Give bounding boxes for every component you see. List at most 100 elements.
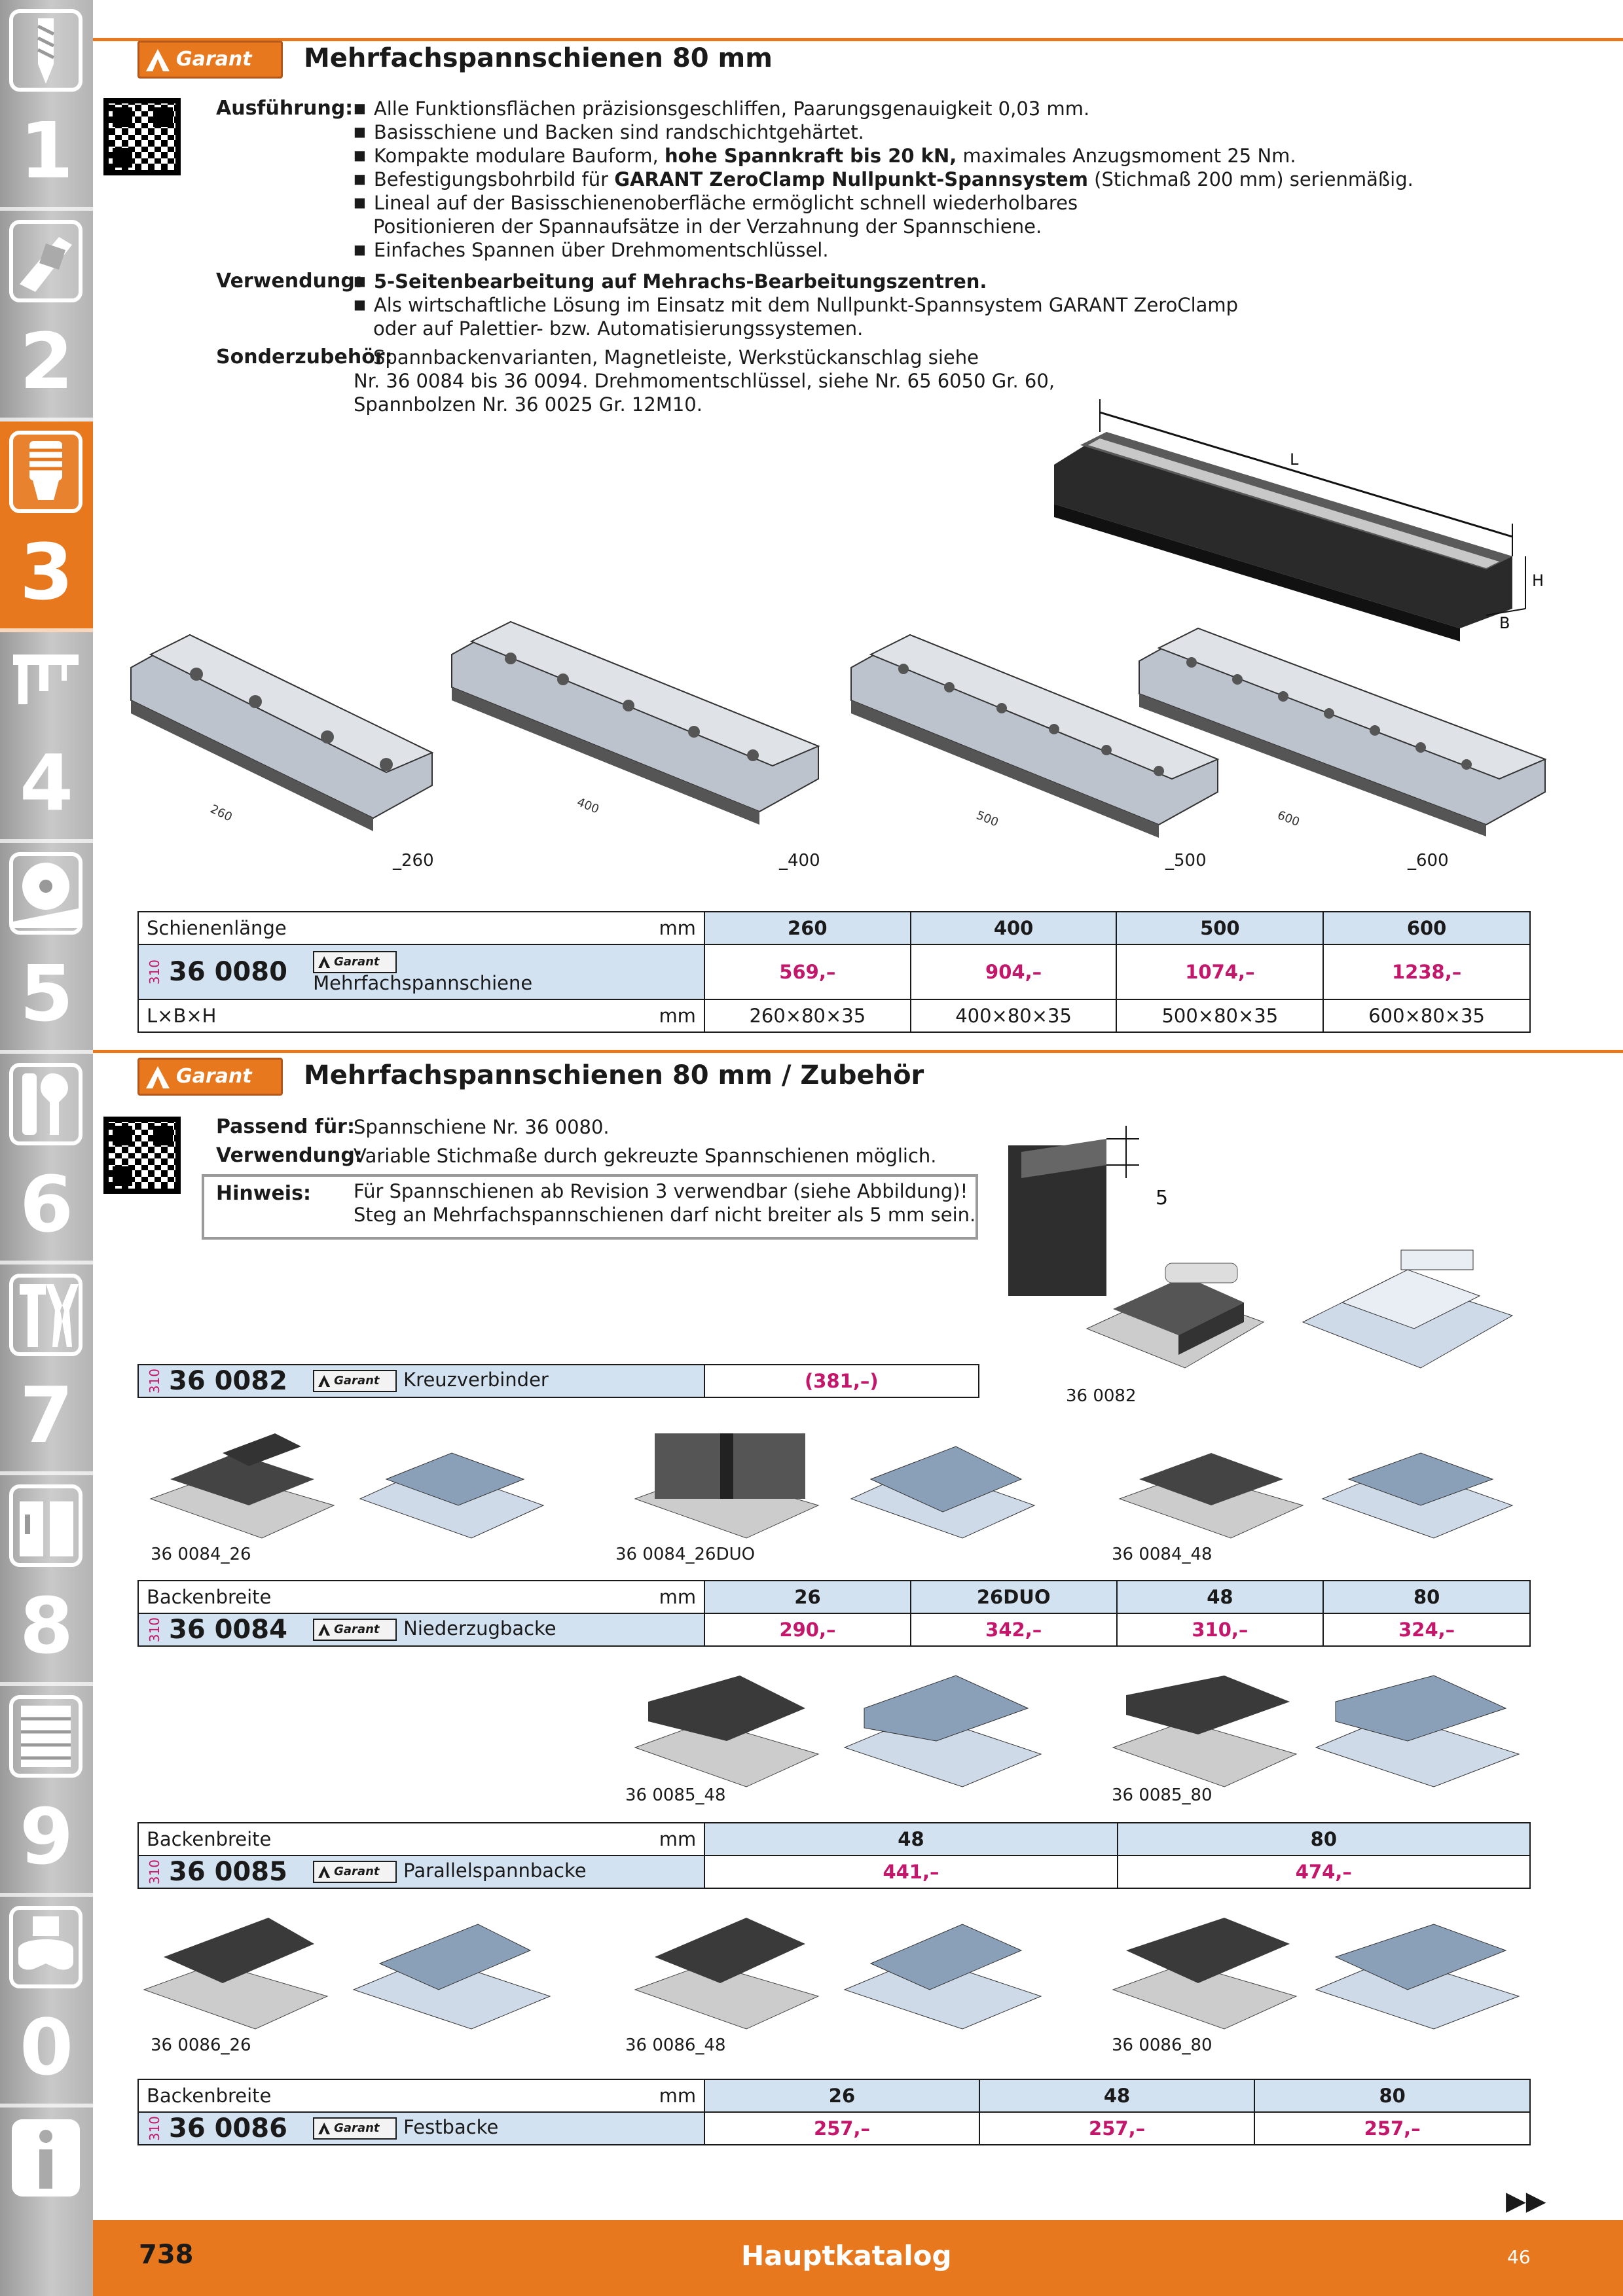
price-cell: (381,–) bbox=[703, 1364, 980, 1398]
image-caption: 36 0084_48 bbox=[1112, 1545, 1213, 1564]
garant-mini-logo: Garant bbox=[313, 1619, 397, 1641]
passend-label: Passend für: bbox=[216, 1115, 355, 1138]
chapter-tab-1[interactable]: 1 bbox=[0, 0, 93, 211]
ausfuehrung-item: Lineal auf der Basisschienenoberfläche e… bbox=[354, 191, 1078, 217]
price-cell: 324,– bbox=[1322, 1613, 1531, 1647]
price-cell: 257,– bbox=[978, 2111, 1256, 2145]
section-title: Mehrfachspannschienen 80 mm bbox=[304, 43, 773, 73]
kreuzverbinder-photo bbox=[1085, 1263, 1265, 1369]
sonderzubehoer-text: Spannbackenvarianten, Magnetleiste, Werk… bbox=[373, 346, 979, 368]
garant-mini-logo: Garant bbox=[313, 1370, 397, 1392]
pliers-icon bbox=[9, 1274, 82, 1356]
section-title: Mehrfachspannschienen 80 mm / Zubehör bbox=[304, 1060, 924, 1090]
price-cell: 310,– bbox=[1116, 1613, 1324, 1647]
chapter-tab-9[interactable]: 9 bbox=[0, 1686, 93, 1897]
niederzugbacke-48-photo bbox=[1118, 1453, 1304, 1539]
parallelspannbacke-80-drawing bbox=[1315, 1675, 1520, 1787]
niederzugbacke-duo-drawing bbox=[850, 1446, 1036, 1539]
sonderzubehoer-label: Sonderzubehör: bbox=[216, 346, 393, 368]
image-caption: 36 0086_26 bbox=[151, 2036, 251, 2055]
catalog-name: Hauptkatalog bbox=[741, 2240, 952, 2272]
image-caption: 36 0084_26 bbox=[151, 1545, 251, 1564]
hint-box bbox=[202, 1174, 978, 1240]
verwendung-item-cont: oder auf Palettier- bzw. Automatisierung… bbox=[373, 317, 864, 340]
chapter-tab-0[interactable]: 0 bbox=[0, 1897, 93, 2108]
rail-caption: _400 bbox=[779, 851, 820, 870]
chapter-sidebar: 1 2 3 4 5 6 bbox=[0, 0, 93, 2296]
step-dim-label: 5 bbox=[1156, 1187, 1168, 1210]
ausfuehrung-label: Ausführung: bbox=[216, 97, 354, 120]
rail-drawing-500: 500 bbox=[850, 634, 1220, 838]
rail-caption: _500 bbox=[1165, 851, 1207, 870]
festbacke-80-drawing bbox=[1315, 1924, 1520, 2030]
qr-code[interactable] bbox=[103, 98, 181, 175]
price-cell: 290,– bbox=[704, 1613, 911, 1647]
ausfuehrung-item: Kompakte modulare Bauform, hohe Spannkra… bbox=[354, 144, 1296, 170]
price-cell: 342,– bbox=[909, 1613, 1118, 1647]
garant-mini-logo: Garant bbox=[313, 1861, 397, 1883]
sonderzubehoer-text: Nr. 36 0084 bis 36 0094. Drehmomentschlü… bbox=[354, 370, 1055, 392]
size-header: 26DUO bbox=[909, 1580, 1118, 1614]
rail-dim-label: 400 bbox=[575, 795, 601, 816]
niederzugbacke-48-drawing bbox=[1321, 1452, 1514, 1539]
niederzugbacke-photo bbox=[149, 1433, 335, 1539]
hinweis-text: Steg an Mehrfachspannschienen darf nicht… bbox=[354, 1204, 976, 1226]
toolbox-icon bbox=[9, 1484, 82, 1567]
image-caption: 36 0082 bbox=[1066, 1386, 1137, 1406]
parallelspannbacke-48-drawing bbox=[843, 1675, 1042, 1787]
chuck-icon bbox=[9, 431, 82, 513]
sonderzubehoer-text: Spannbolzen Nr. 36 0025 Gr. 12M10. bbox=[354, 393, 702, 416]
rail-drawing-600: 600 bbox=[1139, 627, 1547, 836]
size-header: 26 bbox=[704, 2079, 980, 2113]
size-header: 48 bbox=[978, 2079, 1256, 2113]
verwendung-item: Als wirtschaftliche Lösung im Einsatz mi… bbox=[354, 293, 1238, 319]
niederzugbacke-drawing bbox=[359, 1452, 545, 1539]
price-cell: 1074,– bbox=[1116, 944, 1324, 1000]
verwendung-text: Variable Stichmaße durch gekreuzte Spann… bbox=[354, 1145, 937, 1167]
ausfuehrung-item-cont: Positionieren der Spannaufsätze in der V… bbox=[373, 215, 1042, 238]
price-cell: 569,– bbox=[703, 944, 911, 1000]
image-caption: 36 0085_48 bbox=[625, 1785, 726, 1805]
section-rule bbox=[93, 38, 1623, 41]
qr-code[interactable] bbox=[103, 1117, 181, 1194]
garant-logo: Garant bbox=[137, 1058, 283, 1096]
chapter-tab-7[interactable]: 7 bbox=[0, 1265, 93, 1475]
chapter-tab-2[interactable]: 2 bbox=[0, 211, 93, 422]
caliper-icon bbox=[9, 641, 82, 724]
drill-icon bbox=[9, 9, 82, 92]
garant-mini-logo: Garant bbox=[313, 951, 397, 973]
festbacke-80-photo bbox=[1112, 1918, 1298, 2030]
festbacke-48-photo bbox=[634, 1918, 820, 2030]
edition-number: 46 bbox=[1507, 2246, 1531, 2268]
festbacke-26-drawing bbox=[352, 1924, 551, 2030]
kreuzverbinder-drawing bbox=[1302, 1249, 1514, 1369]
insert-tool-icon bbox=[9, 220, 82, 302]
size-header: 80 bbox=[1116, 1822, 1531, 1856]
dimension-cell: 260×80×35 bbox=[703, 999, 911, 1033]
festbacke-48-drawing bbox=[843, 1924, 1042, 2030]
chapter-tab-4[interactable]: 4 bbox=[0, 632, 93, 843]
chapter-tab-5[interactable]: 5 bbox=[0, 843, 93, 1054]
chapter-tab-8[interactable]: 8 bbox=[0, 1475, 93, 1686]
wrench-icon bbox=[9, 1063, 82, 1145]
chapter-tab-info[interactable] bbox=[0, 2108, 93, 2296]
dimension-cell: 600×80×35 bbox=[1322, 999, 1531, 1033]
hinweis-label: Hinweis: bbox=[216, 1182, 311, 1205]
page-number: 738 bbox=[139, 2240, 194, 2270]
chapter-tab-6[interactable]: 6 bbox=[0, 1054, 93, 1265]
garant-mini-logo: Garant bbox=[313, 2117, 397, 2140]
fast-forward-icon[interactable]: ▶▶ bbox=[1506, 2186, 1546, 2216]
size-header: 26 bbox=[704, 1580, 911, 1614]
chapter-tab-3[interactable]: 3 bbox=[0, 422, 93, 632]
ausfuehrung-item: Einfaches Spannen über Drehmomentschlüss… bbox=[354, 238, 829, 264]
